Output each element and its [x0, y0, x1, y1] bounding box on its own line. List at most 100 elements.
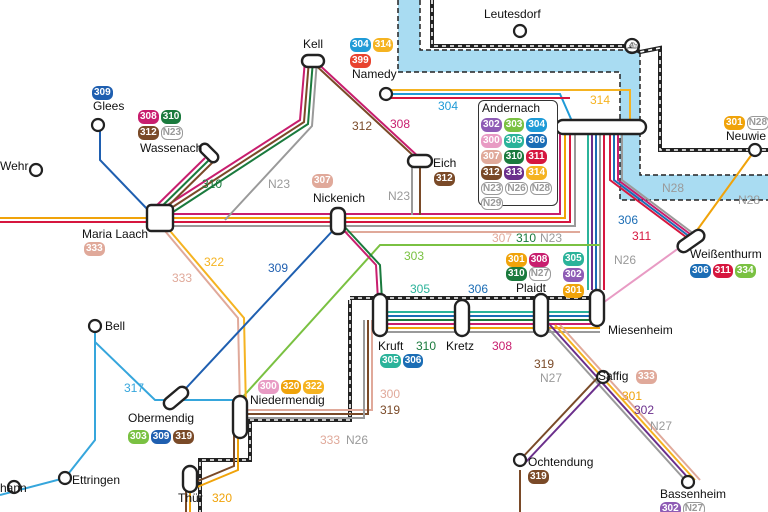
- line-badge: 310: [160, 110, 182, 124]
- hub-plaidt: [532, 292, 550, 338]
- line-kruft-nieder-2: [240, 320, 369, 415]
- ferry-icon: ⛴: [627, 42, 639, 53]
- line-kruft-nieder-3: [240, 320, 365, 419]
- line-label-333: 333: [172, 271, 193, 285]
- line-label-n26b: N26: [346, 433, 369, 447]
- stop-ettringen: [57, 470, 73, 486]
- line-bundle-ml-andernach-1: [160, 128, 561, 215]
- stop-rhine-ferry: [623, 37, 641, 55]
- line-kell-eich: [309, 59, 419, 161]
- line-badge: N28: [529, 182, 553, 195]
- badges-saffig: 333: [636, 370, 660, 384]
- stop-neuwied: [747, 142, 763, 158]
- line-badge: 307: [312, 174, 333, 188]
- line-label-n23b: N23: [388, 189, 411, 203]
- line-badge: 308: [138, 110, 159, 124]
- line-label-310b: 310: [516, 231, 537, 245]
- line-badge: 301: [563, 284, 584, 298]
- line-kell-3: [169, 59, 314, 215]
- line-badge: 333: [84, 242, 105, 256]
- hub-maria-laach: [145, 203, 175, 233]
- stop-leutesdorf: [512, 23, 528, 39]
- hub-obermendig: [162, 385, 190, 411]
- line-badge: 309: [92, 86, 113, 100]
- line-plaidt-saffig-3: [554, 324, 696, 481]
- station-hann: hann: [0, 481, 27, 495]
- line-nick-kruft-2: [341, 223, 383, 301]
- station-neuwied: Neuwie: [726, 129, 767, 143]
- line-badge: 334: [734, 264, 756, 278]
- badges-ochtendung: 319: [528, 470, 552, 484]
- line-badge: 314: [526, 166, 548, 180]
- hub-thur: [181, 464, 199, 494]
- line-badge: 310: [503, 150, 525, 164]
- railway-line-dash: [431, 0, 768, 151]
- line-bundle-ml-andernach-4: [160, 128, 576, 227]
- line-badge: 312: [138, 126, 159, 140]
- station-kruft: Kruft: [378, 339, 404, 353]
- line-label-308: 308: [390, 117, 411, 131]
- station-plaidt: Plaidt: [516, 281, 547, 295]
- station-glees: Glees: [93, 99, 125, 113]
- line-label-312: 312: [352, 119, 373, 133]
- line-bundle-ml-andernach-3: [160, 128, 571, 223]
- line-label-309: 309: [268, 261, 289, 275]
- line-badge: N26: [505, 182, 528, 195]
- station-saffig: Saffig: [598, 369, 629, 383]
- line-badge: 313: [503, 166, 525, 180]
- railway-eifel-dash: [199, 300, 351, 512]
- line-badge: 310: [506, 267, 527, 281]
- line-badge: 301: [724, 116, 745, 130]
- line-label-n27b: N27: [650, 419, 673, 433]
- line-label-314: 314: [590, 93, 611, 107]
- line-label-307: 307: [492, 231, 513, 245]
- hub-miesenheim: [588, 288, 606, 328]
- stop-hann: [6, 479, 22, 495]
- hub-weissenthurm: [676, 228, 706, 254]
- stop-wehr: [28, 162, 44, 178]
- line-badge: 306: [690, 264, 711, 278]
- line-badge: 302: [481, 118, 502, 132]
- line-label-301: 301: [622, 389, 643, 403]
- line-glees: [99, 120, 151, 213]
- line-badge: 314: [372, 38, 394, 52]
- hub-niedermendig: [231, 394, 249, 440]
- line-badge: 300: [258, 380, 279, 394]
- badges-eich: 312: [434, 172, 458, 186]
- line-wassenach-1: [149, 157, 206, 213]
- line-nick-kruft-1: [337, 223, 379, 301]
- station-namedy: Namedy: [352, 67, 397, 81]
- line-neuwied-weiss: [689, 149, 756, 241]
- station-kretz: Kretz: [446, 339, 475, 353]
- hub-andernach: [554, 118, 648, 136]
- line-label-320: 320: [212, 491, 233, 505]
- line-badge: 322: [303, 380, 325, 394]
- line-ml-322: [164, 224, 247, 411]
- line-label-322: 322: [204, 255, 225, 269]
- line-nieder-thur-2: [185, 430, 235, 512]
- line-badge: 311: [712, 264, 733, 278]
- station-obermendig: Obermendig: [128, 411, 195, 425]
- station-weissenthurm: Weißenthurm: [690, 247, 762, 261]
- line-kell-eich-2: [313, 59, 423, 161]
- line-namedy-314: [386, 89, 631, 128]
- line-label-303: 303: [404, 249, 425, 263]
- line-label-302: 302: [634, 403, 655, 417]
- line-303: [239, 244, 600, 401]
- line-and-weiss-3: [617, 128, 699, 241]
- line-label-304: 304: [438, 99, 459, 113]
- hub-nickenich: [329, 206, 347, 236]
- station-niedermendig: Niedermendig: [250, 393, 325, 407]
- hub-kell: [300, 53, 326, 69]
- station-miesenheim: Miesenheim: [608, 323, 673, 337]
- station-andernach: Andernach: [482, 101, 541, 115]
- line-bundle-ml-andernach-2: [160, 128, 566, 219]
